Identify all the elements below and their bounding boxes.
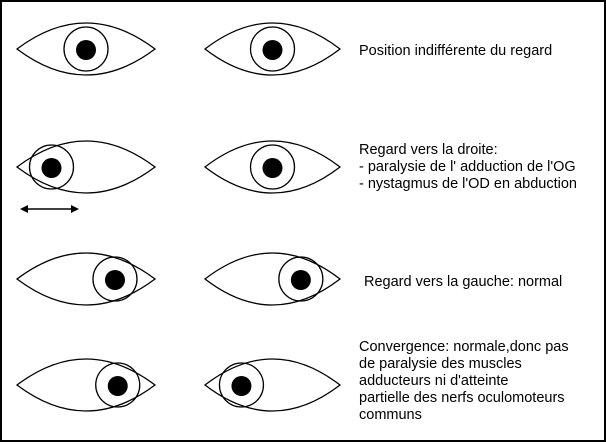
- nystagmus-arrow-head-left: [20, 205, 28, 213]
- caption-left-gaze: Regard vers la gauche: normal: [364, 274, 562, 291]
- caption-convergence-line-5: communs: [359, 407, 569, 424]
- left-gaze-right-eye-pupil: [291, 270, 311, 290]
- caption-right-gaze-line-1: Regard vers la droite:: [359, 142, 577, 159]
- caption-left-gaze-line-1: Regard vers la gauche: normal: [364, 274, 562, 291]
- caption-convergence: Convergence: normale,donc pas de paralys…: [359, 339, 569, 424]
- left-gaze-left-eye-pupil: [105, 270, 125, 290]
- neutral-right-eye-pupil: [263, 40, 283, 60]
- caption-convergence-line-3: adducteurs ni d'atteinte: [359, 373, 569, 390]
- caption-right-gaze: Regard vers la droite: - paralysie de l'…: [359, 142, 577, 193]
- caption-convergence-line-2: de paralysie des muscles: [359, 356, 569, 373]
- caption-neutral: Position indifférente du regard: [359, 43, 552, 60]
- right-gaze-left-eye-outline: [17, 141, 155, 193]
- left-gaze-left-eye-outline: [17, 253, 155, 305]
- nystagmus-arrow-head-right: [71, 205, 79, 213]
- right-gaze-right-eye-pupil: [263, 158, 283, 178]
- convergence-left-eye-pupil: [108, 376, 128, 396]
- neutral-left-eye-pupil: [76, 40, 96, 60]
- left-gaze-right-eye-outline: [205, 253, 340, 305]
- caption-right-gaze-line-2: - paralysie de l' adduction de l'OG: [359, 159, 577, 176]
- convergence-right-eye-outline: [205, 359, 340, 411]
- convergence-right-eye-pupil: [231, 376, 251, 396]
- caption-neutral-line-1: Position indifférente du regard: [359, 43, 552, 60]
- caption-right-gaze-line-3: - nystagmus de l'OD en abduction: [359, 176, 577, 193]
- convergence-left-eye-outline: [17, 359, 155, 411]
- caption-convergence-line-4: partielle des nerfs oculomoteurs: [359, 390, 569, 407]
- caption-convergence-line-1: Convergence: normale,donc pas: [359, 339, 569, 356]
- right-gaze-left-eye-pupil: [42, 158, 62, 178]
